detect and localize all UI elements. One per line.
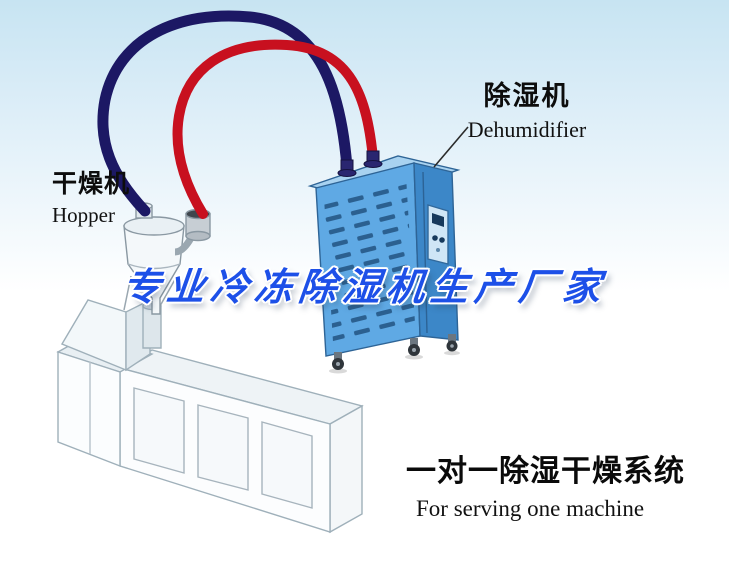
hopper-illustration [123,202,211,315]
control-panel [427,204,449,265]
pipe-navy [97,10,353,217]
hose-fitting-right [363,150,383,168]
hose-fitting-left [337,159,357,177]
system-label-en: For serving one machine [416,496,645,521]
dehumidifier-label-en: Dehumidifier [467,117,587,142]
dehumidifier-illustration [307,155,461,374]
label-leader-line [433,126,469,168]
hopper-label: 干燥机 Hopper [52,164,130,228]
hopper-label-cn: 干燥机 [52,170,131,198]
vent-grille [324,176,415,342]
headline: 专业冷冻除湿机生产厂家 [119,267,609,309]
system-label-cn: 一对一除湿干燥系统 [406,455,685,488]
extruder-illustration [56,298,364,534]
pipe-red [172,39,378,219]
dehumidifier-label: 除湿机 Dehumidifier [452,74,602,143]
system-label: 一对一除湿干燥系统 For serving one machine [406,446,685,522]
hopper-label-en: Hopper [52,203,115,227]
caster-wheels [329,334,460,374]
dehumidifier-label-cn: 除湿机 [483,81,571,111]
